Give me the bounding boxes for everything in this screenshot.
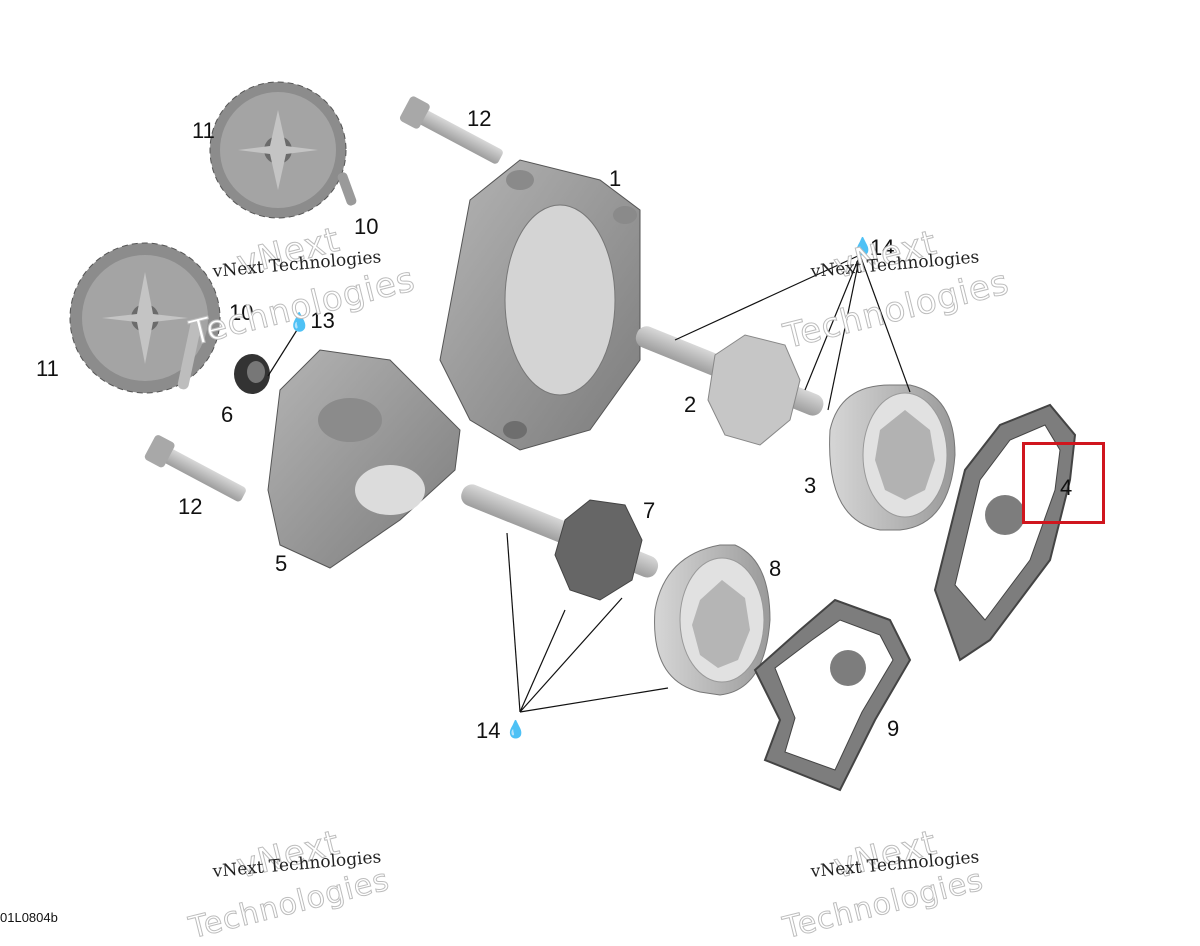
callout-3: 3 (804, 473, 817, 498)
pin-upper (337, 172, 357, 206)
callout-11-lower: 11 (36, 356, 59, 381)
exploded-parts-diagram (69, 81, 1077, 792)
shaft-inner-rotor-upper (635, 326, 824, 446)
oil-drop-icon: 💧 (505, 720, 527, 739)
gasket-lower (753, 598, 912, 792)
callout-13: 💧13 (288, 310, 335, 332)
leader-lines (267, 254, 911, 713)
callout-5: 5 (275, 551, 288, 576)
gasket-upper (933, 403, 1077, 662)
callout-13-label: 13 (310, 308, 335, 333)
outer-rotor-lower (654, 544, 771, 696)
oil-drop-icon: 💧 (288, 312, 311, 332)
callout-8: 8 (769, 556, 782, 581)
callout-14-lower: 14 (476, 718, 501, 743)
outer-rotor-upper (829, 384, 956, 531)
pump-housing-lower (267, 349, 461, 569)
callout-11-upper: 11 (192, 118, 215, 143)
bolt-upper (399, 96, 503, 164)
callout-10-lower: 10 (229, 300, 254, 325)
callout-12-upper: 12 (467, 106, 492, 131)
bolt-lower (144, 435, 246, 502)
selection-highlight-box (1022, 442, 1105, 524)
callout-10-upper: 10 (354, 214, 379, 239)
gear-lower (69, 242, 221, 394)
callout-7: 7 (643, 498, 656, 523)
pump-housing-upper (439, 159, 641, 451)
callout-2: 2 (684, 392, 697, 417)
gear-upper (209, 81, 347, 219)
diagram-code: 01L0804b (0, 910, 58, 925)
shaft-inner-rotor-lower (461, 484, 659, 601)
callout-4: 4 (1060, 475, 1073, 500)
callout-12-lower: 12 (178, 494, 203, 519)
oil-seal (234, 354, 270, 394)
pin-lower (177, 320, 202, 390)
callout-1: 1 (609, 166, 622, 191)
callout-14-upper: 14 (870, 235, 895, 260)
oil-drop-icon: 💧 (852, 237, 874, 256)
callout-9: 9 (887, 716, 900, 741)
callout-6: 6 (221, 402, 234, 427)
